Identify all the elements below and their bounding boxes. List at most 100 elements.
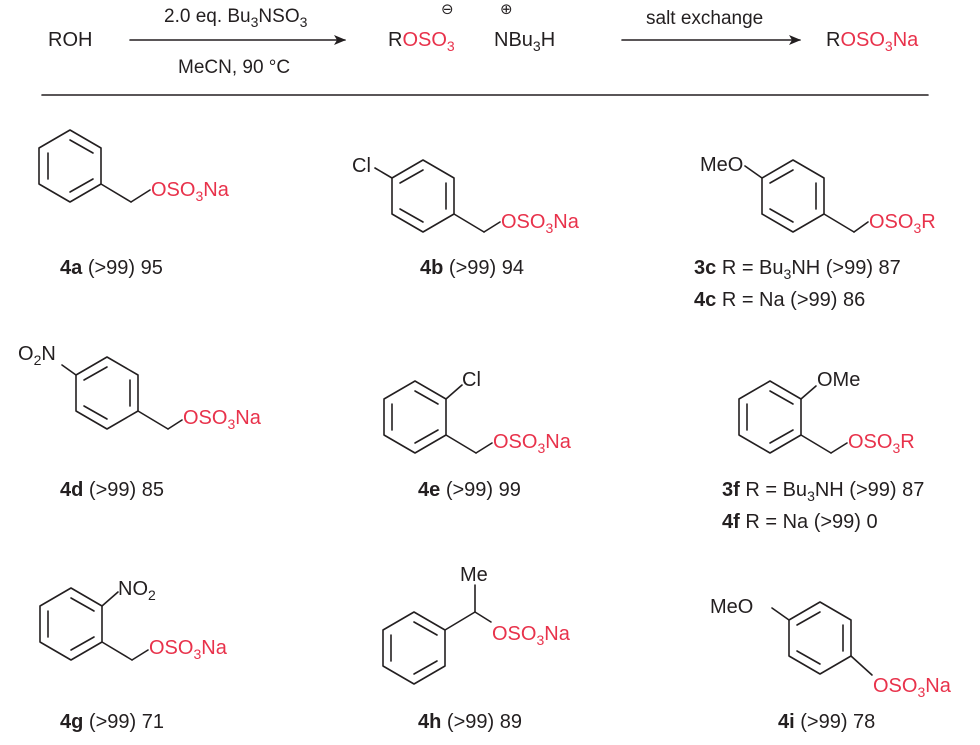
substituent-4g: NO2 <box>118 579 156 602</box>
caption-4e: 4e (>99) 99 <box>418 480 521 500</box>
group-subscript: 3 <box>193 646 202 662</box>
intermediate-salt: ROSO3 <box>388 30 455 53</box>
compound-id: 4d <box>60 479 84 501</box>
compound-id: 4g <box>60 711 84 733</box>
product-group-na: Na <box>892 29 919 51</box>
group-counterion: R <box>921 211 936 233</box>
group-subscript: 3 <box>917 684 926 700</box>
compound-id: 4h <box>418 711 442 733</box>
caption-subscript: 3 <box>807 488 815 504</box>
cation-text-2: H <box>540 29 556 51</box>
group-subscript: 3 <box>537 440 546 456</box>
nitro-subscript: 2 <box>33 352 42 368</box>
structure-3c <box>744 159 869 233</box>
group-subscript: 3 <box>913 220 922 236</box>
group-counterion: Na <box>553 211 579 233</box>
conditions-label: MeCN, 90 °C <box>178 57 291 78</box>
intermediate-anion-subscript: 3 <box>446 38 455 54</box>
reagent-text-2: NSO <box>258 6 300 27</box>
substituent-3c: MeO <box>700 154 744 176</box>
group-counterion: Na <box>235 407 261 429</box>
group-subscript: 3 <box>195 188 204 204</box>
sulfate-group-4b: OSO3Na <box>501 212 579 235</box>
compound-id: 4e <box>418 479 441 501</box>
group-subscript: 3 <box>545 220 554 236</box>
intermediate-cation: NBu3H <box>494 30 555 53</box>
structure-4g <box>39 587 149 661</box>
caption-text-2: NH (>99) 87 <box>791 257 901 279</box>
product-label: ROSO3Na <box>826 30 918 53</box>
minus-charge-icon: ⊖ <box>441 1 454 18</box>
salt-exchange-label: salt exchange <box>646 8 764 29</box>
group-text: OSO <box>492 623 537 645</box>
sulfate-group-4g: OSO3Na <box>149 638 227 661</box>
substituent-4e: Cl <box>462 369 481 391</box>
structure-4a <box>38 129 151 203</box>
caption-text: R = Bu <box>745 479 808 501</box>
plus-charge-icon: ⊕ <box>500 1 513 18</box>
sulfate-group-4d: OSO3Na <box>183 408 261 431</box>
group-subscript: 3 <box>227 416 236 432</box>
caption-text: R = Bu <box>721 257 784 279</box>
caption-4b: 4b (>99) 94 <box>420 258 524 278</box>
caption-4h: 4h (>99) 89 <box>418 712 522 732</box>
sulfate-group-3c: OSO3R <box>869 212 936 235</box>
substituent-4h: Me <box>460 564 488 586</box>
group-counterion: Na <box>544 623 570 645</box>
compound-id: 4f <box>722 511 740 533</box>
compound-yield: (>99) 71 <box>88 711 164 733</box>
reagent-label: 2.0 eq. Bu3NSO3 <box>164 7 307 29</box>
intermediate-anion: OSO <box>402 29 447 51</box>
product-r: R <box>826 29 841 51</box>
group-text: OSO <box>183 407 228 429</box>
group-counterion: Na <box>545 431 571 453</box>
substituent-4i: MeO <box>710 596 754 618</box>
compound-id: 4a <box>60 257 83 279</box>
group-counterion: Na <box>201 637 227 659</box>
caption-4f: 4f R = Na (>99) 0 <box>722 512 878 532</box>
caption-subscript: 3 <box>783 266 792 282</box>
compound-yield: (>99) 95 <box>87 257 163 279</box>
reagent-subscript-1: 3 <box>250 14 259 30</box>
compound-yield: (>99) 85 <box>88 479 164 501</box>
caption-4c: 4c R = Na (>99) 86 <box>694 290 865 310</box>
group-text: OSO <box>149 637 194 659</box>
structure-4d <box>61 356 183 430</box>
group-text: OSO <box>873 675 918 697</box>
compound-id: 4c <box>694 289 717 311</box>
caption-4d: 4d (>99) 85 <box>60 480 164 500</box>
cation-text-1: NBu <box>494 29 533 51</box>
intermediate-r: R <box>388 29 403 51</box>
product-group: OSO <box>840 29 885 51</box>
compound-yield: (>99) 78 <box>800 711 876 733</box>
group-text: OSO <box>493 431 538 453</box>
caption-3c: 3c R = Bu3NH (>99) 87 <box>694 258 901 281</box>
compound-yield: (>99) 89 <box>446 711 522 733</box>
group-text: OSO <box>848 431 893 453</box>
reagent-subscript-2: 3 <box>299 14 308 30</box>
reactant-label: ROH <box>48 29 93 51</box>
sulfate-group-4e: OSO3Na <box>493 432 571 455</box>
nitro-subscript: 2 <box>148 587 156 603</box>
substituent-3f: OMe <box>817 369 861 391</box>
substituent-4d: O2N <box>18 344 56 367</box>
structure-4h <box>382 584 492 685</box>
sulfate-group-4h: OSO3Na <box>492 624 570 647</box>
caption-text-2: NH (>99) 87 <box>814 479 925 501</box>
group-text: OSO <box>501 211 546 233</box>
nitro-text: NO <box>118 578 148 600</box>
group-text: OSO <box>151 179 196 201</box>
caption-4g: 4g (>99) 71 <box>60 712 164 732</box>
product-group-subscript: 3 <box>884 38 893 54</box>
group-counterion: Na <box>925 675 951 697</box>
group-subscript: 3 <box>892 440 901 456</box>
sulfate-group-3f: OSO3R <box>848 432 915 455</box>
group-counterion: R <box>900 431 915 453</box>
caption-text: R = Na (>99) 86 <box>721 289 866 311</box>
sulfate-group-4a: OSO3Na <box>151 180 229 203</box>
reagent-text-1: 2.0 eq. Bu <box>164 6 251 27</box>
group-text: OSO <box>869 211 914 233</box>
compound-id: 3f <box>722 479 740 501</box>
caption-4a: 4a (>99) 95 <box>60 258 163 278</box>
